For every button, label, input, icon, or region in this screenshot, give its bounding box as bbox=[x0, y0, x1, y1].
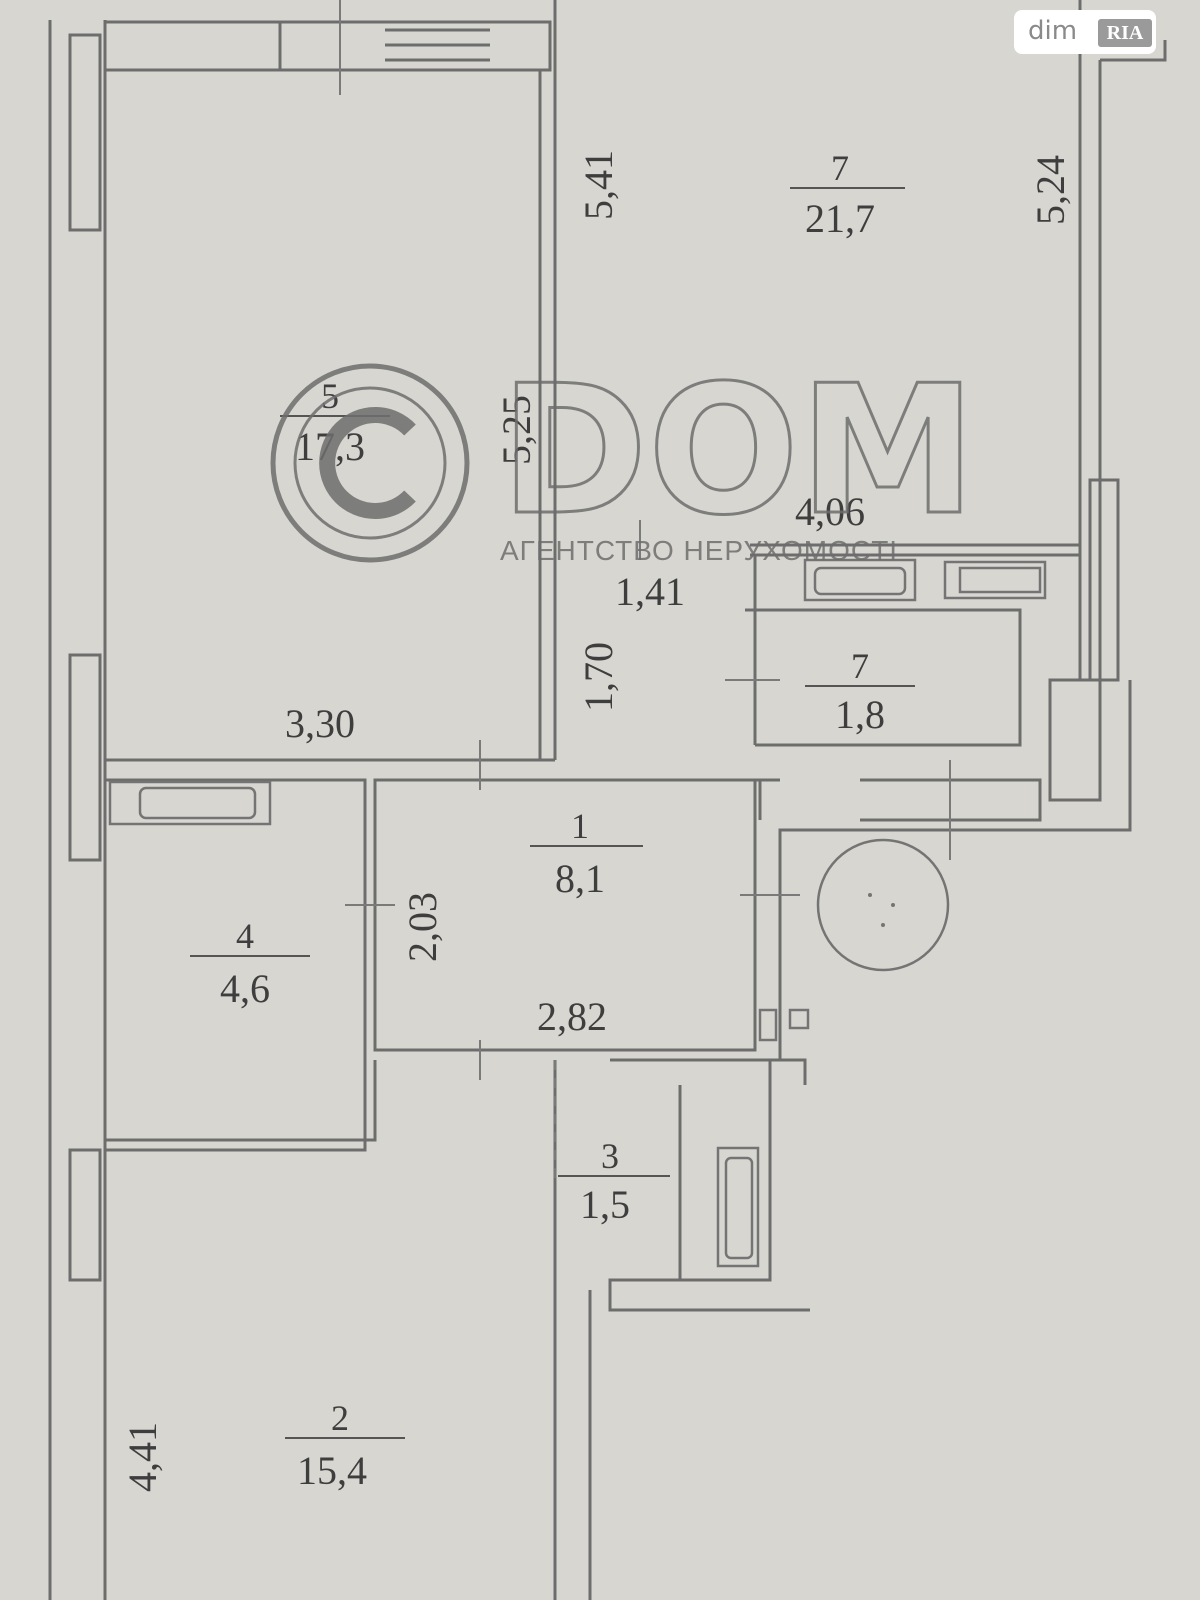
dim-ria-badge: dim RIA bbox=[1014, 10, 1156, 54]
room-7-number: 7 bbox=[851, 646, 869, 686]
dimension-5-25: 5,25 bbox=[494, 395, 539, 465]
watermark: DOM АГЕНТСТВО НЕРУХОМОСТІ bbox=[270, 346, 978, 566]
dimension-2-82: 2,82 bbox=[537, 994, 607, 1039]
dimension-1-41: 1,41 bbox=[615, 569, 685, 614]
room-7-area: 1,8 bbox=[835, 692, 885, 737]
copyright-icon bbox=[270, 363, 470, 563]
room-labels: 7 21,7 5 17,3 7 1,8 1 8,1 4 4,6 3 1,5 2 … bbox=[190, 148, 915, 1493]
dimension-labels: 5,41 5,24 5,25 4,06 1,41 1,70 3,30 2,03 … bbox=[120, 150, 1073, 1492]
dimension-5-41: 5,41 bbox=[576, 150, 621, 220]
dimension-2-03: 2,03 bbox=[400, 892, 445, 962]
watermark-brand: DOM bbox=[500, 347, 976, 554]
dimension-5-24: 5,24 bbox=[1028, 155, 1073, 225]
room-4-number: 4 bbox=[236, 916, 254, 956]
room-6-area: 21,7 bbox=[805, 196, 875, 241]
room-6-number: 7 bbox=[831, 148, 849, 188]
badge-dim-text: dim bbox=[1028, 16, 1078, 46]
watermark-tagline: АГЕНТСТВО НЕРУХОМОСТІ bbox=[500, 535, 898, 566]
dimension-3-30: 3,30 bbox=[285, 701, 355, 746]
dimension-4-06: 4,06 bbox=[795, 489, 865, 534]
badge-ria-logo: RIA bbox=[1098, 19, 1152, 47]
dimension-4-41: 4,41 bbox=[120, 1422, 165, 1492]
room-2-number: 2 bbox=[331, 1398, 349, 1438]
room-1-area: 8,1 bbox=[555, 856, 605, 901]
fixtures bbox=[108, 558, 1047, 1268]
room-3-area: 1,5 bbox=[580, 1182, 630, 1227]
dimension-1-70: 1,70 bbox=[576, 642, 621, 712]
walls bbox=[48, 0, 1167, 1600]
room-4-area: 4,6 bbox=[220, 966, 270, 1011]
room-3-number: 3 bbox=[601, 1136, 619, 1176]
room-5-number: 5 bbox=[321, 376, 339, 416]
room-2-area: 15,4 bbox=[297, 1448, 367, 1493]
room-1-number: 1 bbox=[571, 806, 589, 846]
